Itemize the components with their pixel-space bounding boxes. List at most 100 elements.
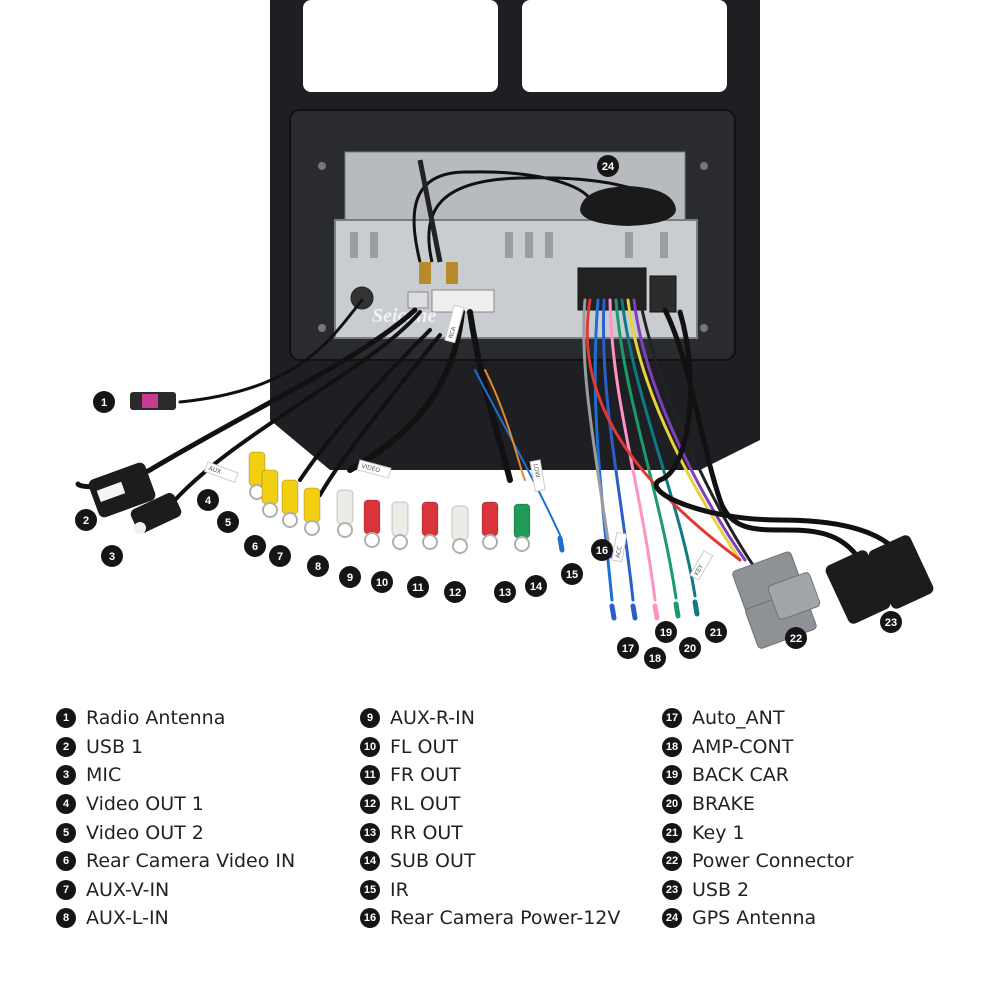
callout-badge-circle [75, 509, 97, 531]
legend-label: RL OUT [390, 793, 461, 816]
rca-plug-body [513, 503, 531, 539]
callout-badge: 4 [197, 489, 219, 511]
cable-tag-body [689, 550, 714, 581]
rca-plug-body [261, 469, 279, 505]
legend-number-badge: 11 [360, 765, 380, 786]
callout-badge-number: 9 [347, 572, 353, 584]
callout-badge-number: 7 [277, 551, 283, 563]
callout-badge: 22 [785, 627, 807, 649]
callout-badge-circle [617, 637, 639, 659]
rca-plug [248, 451, 266, 500]
callout-badge: 24 [597, 155, 619, 177]
radio-antenna-cable [178, 298, 364, 404]
legend-number-badge: 7 [56, 879, 76, 900]
power-wire [585, 298, 742, 562]
rca-plug-tip [514, 536, 530, 552]
legend-label: IR [390, 878, 409, 901]
rca-trunk [347, 309, 465, 473]
legend-label: FL OUT [390, 735, 459, 758]
callout-badge-number: 8 [315, 561, 321, 573]
rca-plug-tip [262, 502, 278, 518]
callout-badge-circle [444, 581, 466, 603]
wire-tip [652, 603, 660, 621]
power-plug-body [767, 572, 821, 620]
legend-number-badge: 9 [360, 708, 380, 729]
rca-plug-body [281, 479, 299, 515]
cable-tag-body [611, 531, 628, 563]
callout-badge-number: 19 [660, 627, 672, 639]
legend-number-badge: 5 [56, 822, 76, 843]
vent-slot [370, 232, 378, 258]
callout-badge: 1 [93, 391, 115, 413]
usb-header [407, 291, 429, 309]
callout-badge-circle [705, 621, 727, 643]
callout-badge: 15 [561, 563, 583, 585]
callout-badge-number: 11 [412, 582, 424, 594]
callout-badge-circle [561, 563, 583, 585]
callout-badge-number: 2 [83, 515, 89, 527]
legend-number-badge: 23 [662, 879, 682, 900]
rca-plug-group [248, 451, 531, 554]
callout-badge: 23 [880, 611, 902, 633]
legend-label: AMP-CONT [692, 735, 794, 758]
callout-badge: 3 [101, 545, 123, 567]
legend-item: 24 GPS Antenna [662, 904, 853, 933]
usb-plug-body [868, 535, 934, 609]
callout-badge: 18 [644, 647, 666, 669]
callout-badge: 13 [494, 581, 516, 603]
wire-tip [630, 603, 638, 621]
cable-tag-text: RCA [448, 325, 458, 339]
rca-plug-tip [364, 532, 380, 548]
mic-connector [130, 493, 182, 534]
wire-tip [692, 599, 700, 617]
vent-slot [350, 232, 358, 258]
callout-badge: 7 [269, 545, 291, 567]
bracket-screw [700, 324, 708, 332]
callout-badge-number: 20 [684, 643, 696, 655]
power-wire [614, 298, 678, 600]
legend-item: 15 IR [360, 876, 620, 905]
legend-number-badge: 3 [56, 765, 76, 786]
legend-number-badge: 13 [360, 822, 380, 843]
usb2-cable [662, 307, 863, 563]
bracket-screw [318, 324, 326, 332]
legend-label: GPS Antenna [692, 907, 817, 930]
cable-tag-text: AUX [208, 465, 222, 476]
cable-tag: AUX [203, 461, 239, 483]
callout-badge-number: 4 [205, 495, 212, 507]
rca-plug [391, 501, 409, 550]
callout-badge-number: 6 [252, 541, 258, 553]
callout-badge-number: 24 [602, 161, 615, 173]
callout-badge-number: 1 [101, 397, 107, 409]
callout-badge-number: 5 [225, 517, 231, 529]
callout-badge-circle [880, 611, 902, 633]
legend-label: AUX-L-IN [86, 907, 169, 930]
callout-badge-circle [597, 155, 619, 177]
callout-badge: 8 [307, 555, 329, 577]
rca-plug [303, 487, 321, 536]
vent-slot [660, 232, 668, 258]
legend-label: AUX-R-IN [390, 707, 475, 730]
top-vent-left [303, 0, 498, 92]
callout-badge: 21 [705, 621, 727, 643]
callout-badge: 20 [679, 637, 701, 659]
rca-plug-tip [452, 538, 468, 554]
legend-label: Radio Antenna [86, 707, 226, 730]
rca-plug-tip [422, 534, 438, 550]
legend-number-badge: 24 [662, 908, 682, 929]
power-connector [732, 551, 821, 649]
rca-plug-tip [482, 534, 498, 550]
power-wire [602, 298, 635, 602]
legend-number-badge: 2 [56, 736, 76, 757]
legend-label: Auto_ANT [692, 707, 785, 730]
power-wire [638, 298, 762, 577]
legend-number-badge: 15 [360, 879, 380, 900]
